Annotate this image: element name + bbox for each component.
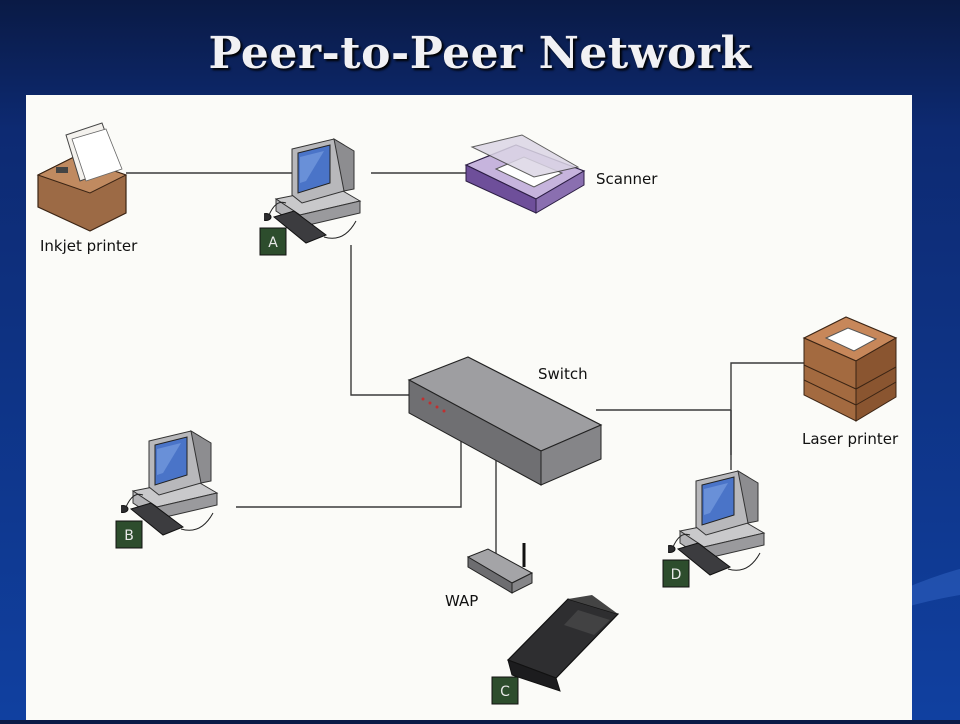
computer-d-badge [662, 559, 690, 588]
laser-printer-icon [802, 316, 898, 422]
laptop-c-icon [506, 595, 620, 692]
laptop-c-badge [491, 676, 519, 705]
computer-b-icon [121, 430, 218, 536]
scanner-icon [464, 134, 586, 214]
laptop-c-label: C [500, 684, 510, 700]
network-diagram: Inkjet printer A Scanner Switch Laser pr… [36, 122, 899, 705]
computer-d-label: D [671, 567, 682, 583]
computer-a-label: A [268, 235, 278, 251]
network-diagram-panel: Inkjet printer A Scanner Switch Laser pr… [26, 95, 912, 720]
wap-label: WAP [445, 592, 478, 610]
computer-d-icon [668, 470, 765, 576]
inkjet-printer-label: Inkjet printer [40, 237, 138, 255]
computer-a-badge [259, 227, 287, 256]
network-cables [126, 172, 806, 555]
switch-label: Switch [538, 365, 588, 383]
inkjet-printer-icon [36, 122, 128, 232]
computer-b-badge [115, 520, 143, 549]
laser-printer-label: Laser printer [802, 430, 899, 448]
switch-icon [407, 356, 603, 486]
computer-a-icon [264, 138, 361, 244]
wap-icon [466, 543, 534, 594]
scanner-label: Scanner [596, 170, 658, 188]
slide-title: Peer-to-Peer Network [208, 28, 752, 79]
computer-b-label: B [124, 528, 134, 544]
